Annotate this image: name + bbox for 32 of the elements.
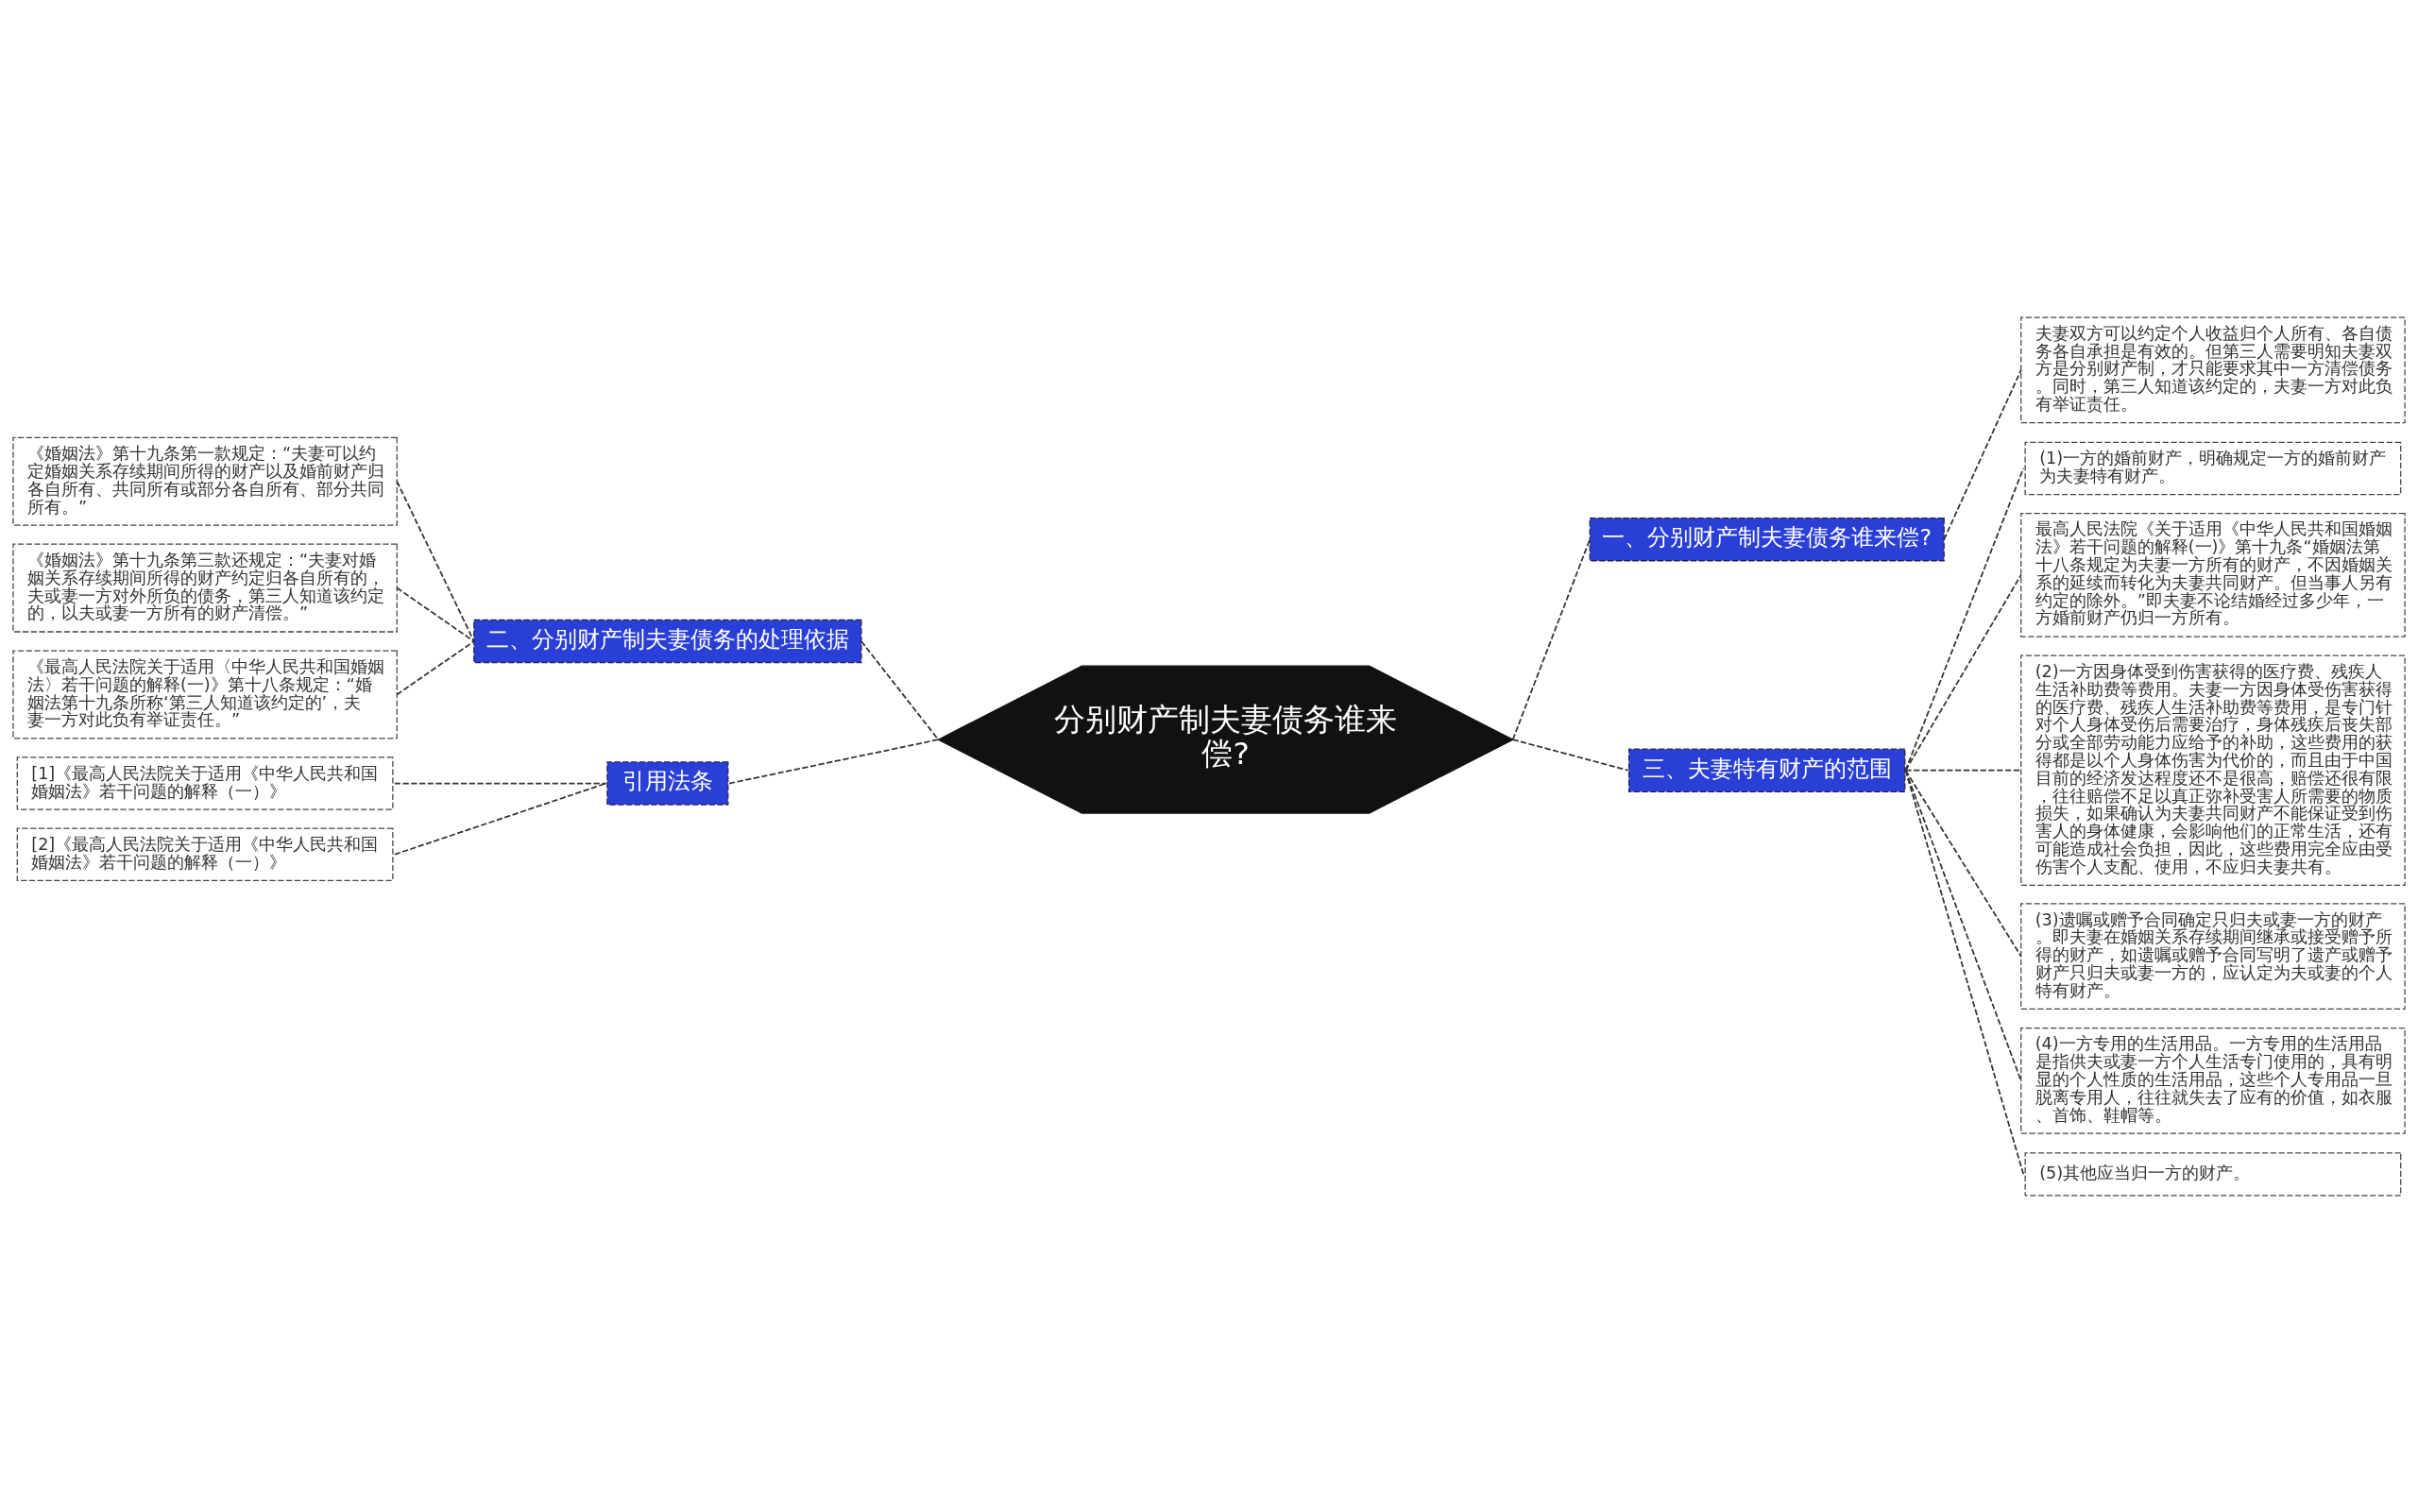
connector <box>1904 769 2022 1081</box>
node-box: (1)一方的婚前财产，明确规定一方的婚前财产为夫妻特有财产。 <box>2024 441 2402 495</box>
connector <box>396 586 475 642</box>
node-box: 二、分别财产制夫妻债务的处理依据 <box>473 619 862 663</box>
node-box: 《婚姻法》第十九条第三款还规定：“夫妻对婚姻关系存续期间所得的财产约定归各自所有的，夫或妻一方对外所负的债务，第三人知道该约定的，以夫或妻一方所有的财产清偿。” <box>12 543 398 633</box>
node-box: 《婚姻法》第十九条第一款规定：“夫妻可以约定婚姻关系存续期间所得的财产以及婚前财产归各自所有、共同所有或部分各自所有、部分共同所有。” <box>12 436 398 526</box>
connector <box>1904 769 2022 772</box>
node-box: 引用法条 <box>606 760 729 806</box>
node-box: (2)一方因身体受到伤害获得的医疗费、残疾人生活补助费等费用。夫妻一方因身体受伤害获得的医疗费、残疾人生活补助费等费用，是专门针对个人身体受伤后需要治疗，身体残疾后丧失部分或全部劳动能力应给予的补助，这些费用的获得都是以个人身体伤害为代价的，而且由于中国目前的经济发达程度还不是很高，赔偿还很有限，往往赔偿不足以真正弥补受害人所需要的物质损失，如果确认为夫妻共同财产不能保证受到伤害人的身体健康，会影响他们的正常生活，还有可能造成社会负担，因此，这些费用完全应由受伤害个人支配、使用，不应归夫妻共有。 <box>2020 654 2406 886</box>
connector <box>393 782 607 784</box>
node-box: (3)遗嘱或赠予合同确定只归夫或妻一方的财产。即夫妻在婚姻关系存续期间继承或接受赠予所得的财产，如遗嘱或赠予合同写明了遗产或赠予财产只归夫或妻一方的，应认定为夫或妻的个人特有财产。 <box>2020 902 2406 1010</box>
connector <box>1904 467 2025 772</box>
node-box: (4)一方专用的生活用品。一方专用的生活用品是指供夫或妻一方个人生活专门使用的，具有明显的个人性质的生活用品，这些个人专用品一旦脱离专用人，往往就失去了应有的价值，如衣服、首饰、鞋帽等。 <box>2020 1027 2406 1134</box>
connector <box>1511 738 1629 772</box>
node-box: 《最高人民法院关于适用〈中华人民共和国婚姻法〉若干问题的解释(一)》第十八条规定：“婚姻法第十九条所称‘第三人知道该约定的’，夫妻一方对此负有举证责任。” <box>12 649 398 739</box>
node-box: (5)其他应当归一方的财产。 <box>2024 1151 2402 1197</box>
connector <box>728 738 940 784</box>
node-box: [1]《最高人民法院关于适用《中华人民共和国婚姻法》若干问题的解释（一）》 <box>16 756 394 810</box>
node-box: 最高人民法院《关于适用《中华人民共和国婚姻法》若干问题的解释(一)》第十九条“婚姻法第十八条规定为夫妻一方所有的财产，不因婚姻关系的延续而转化为夫妻共同财产。但当事人另有约定的除外。”即夫妻不论结婚经过多少年，一方婚前财产仍归一方所有。 <box>2020 512 2406 637</box>
connector <box>1904 573 2022 772</box>
connector <box>396 480 475 642</box>
connector <box>860 639 940 740</box>
connector <box>1904 769 2022 957</box>
node-box: [2]《最高人民法院关于适用《中华人民共和国婚姻法》若干问题的解释（一）》 <box>16 827 394 881</box>
node-box: 一、分别财产制夫妻债务谁来偿? <box>1589 517 1945 561</box>
connector <box>1511 537 1592 740</box>
connector <box>1943 368 2022 540</box>
node-box: 夫妻双方可以约定个人收益归个人所有、各自债务各自承担是有效的。但第三人需要明知夫妻双方是分别财产制，才只能要求其中一方清偿债务。同时，第三人知道该约定的，夫妻一方对此负有举证责任。 <box>2020 315 2406 423</box>
node-box: 三、夫妻特有财产的范围 <box>1627 748 1906 792</box>
connector <box>396 639 475 695</box>
connector <box>1904 769 2025 1175</box>
connector <box>393 782 607 856</box>
